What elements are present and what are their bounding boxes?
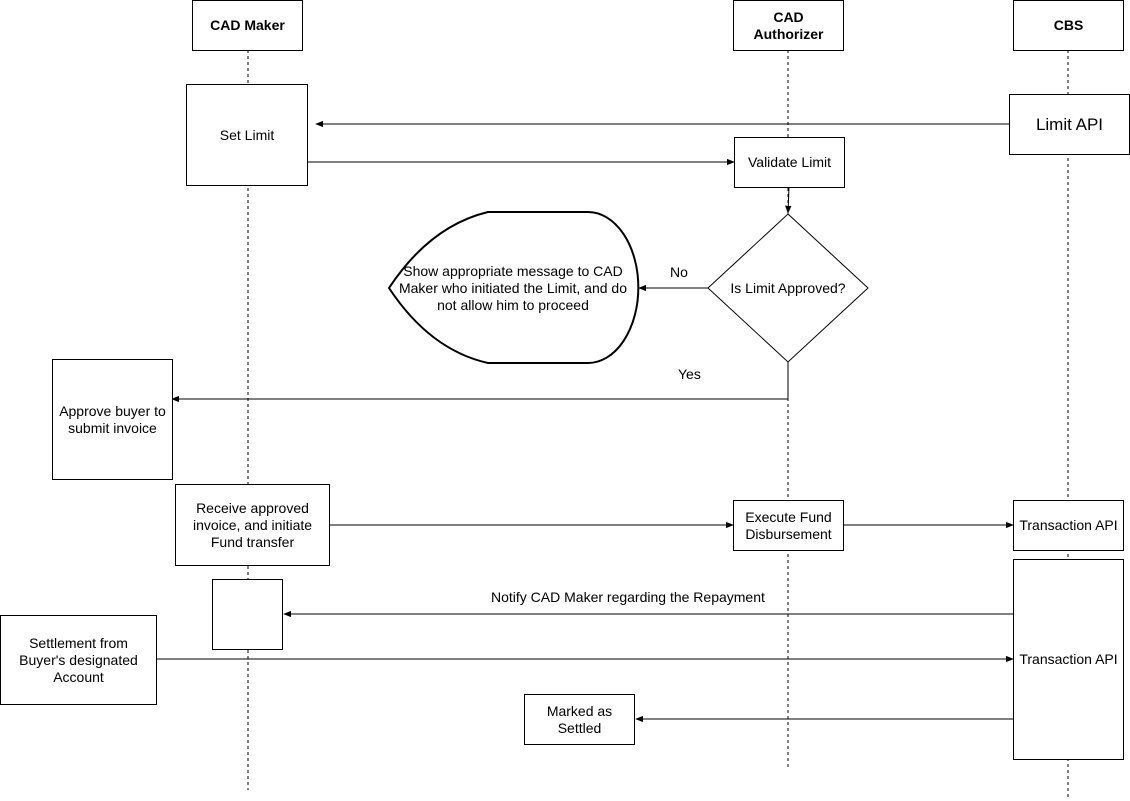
arrow-validate-to-decision — [785, 186, 792, 214]
arrow-decision-yes — [171, 362, 789, 403]
transaction-api-box-2: Transaction API — [1013, 559, 1124, 760]
yes-label: Yes — [678, 366, 701, 382]
marked-settled-box: Marked as Settled — [524, 694, 635, 745]
lane-header-cad-maker: CAD Maker — [192, 0, 303, 51]
maker-activation-box — [212, 579, 283, 650]
transaction-api-box-1: Transaction API — [1013, 500, 1124, 551]
settlement-box: Settlement from Buyer's designated Accou… — [0, 615, 157, 705]
execute-fund-box: Execute Fund Disbursement — [733, 500, 844, 551]
set-limit-box: Set Limit — [186, 84, 308, 186]
approve-buyer-box: Approve buyer to submit invoice — [52, 359, 173, 480]
receive-invoice-box: Receive approved invoice, and initiate F… — [175, 484, 330, 566]
lane-header-cad-authorizer: CAD Authorizer — [733, 0, 844, 51]
lane-header-cbs: CBS — [1013, 0, 1124, 51]
decision-label: Is Limit Approved? — [730, 279, 846, 296]
notify-label: Notify CAD Maker regarding the Repayment — [491, 589, 765, 605]
message-label: Show appropriate message to CAD Maker wh… — [398, 262, 627, 313]
message-shape — [387, 211, 640, 364]
validate-limit-box: Validate Limit — [734, 137, 845, 188]
limit-api-box: Limit API — [1009, 94, 1130, 155]
no-label: No — [670, 264, 688, 280]
